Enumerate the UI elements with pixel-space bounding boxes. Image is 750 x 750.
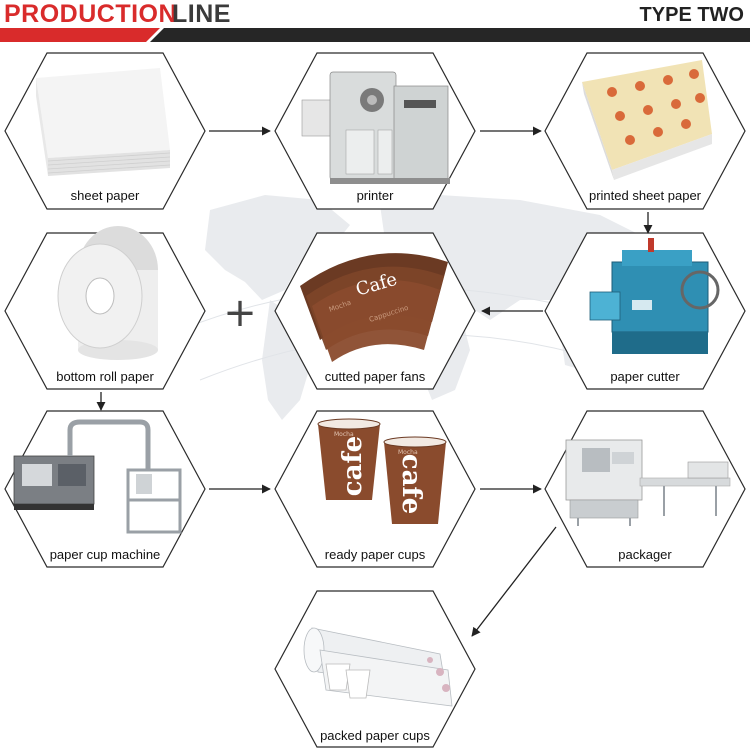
cup-right-cafe-print: cafe	[396, 454, 426, 514]
cup-right-mocha-print: Mocha	[398, 449, 418, 456]
cup-left-cafe-print: cafe	[338, 436, 368, 496]
printed-stack-icon	[582, 60, 712, 180]
type-label: TYPE TWO	[639, 4, 744, 26]
die-cutter-icon	[589, 238, 720, 354]
label-packed-paper-cups: packed paper cups	[320, 728, 430, 743]
plus-sign: +	[223, 290, 257, 336]
packing-machine-icon	[565, 439, 731, 526]
cup-machine-icon	[13, 419, 182, 534]
offset-printer-icon	[301, 71, 450, 184]
cup-sleeves-icon	[303, 627, 453, 707]
label-paper-cutter: paper cutter	[610, 369, 680, 384]
label-packager: packager	[618, 547, 672, 562]
label-printer: printer	[356, 188, 394, 203]
paper-roll-icon	[57, 226, 158, 360]
paper-stack-icon	[36, 68, 171, 176]
header-bar	[0, 28, 750, 42]
label-sheet-paper: sheet paper	[70, 188, 140, 203]
hex-paper-cup-machine	[4, 410, 206, 568]
label-paper-cup-machine: paper cup machine	[49, 547, 161, 562]
label-ready-paper-cups: ready paper cups	[324, 547, 426, 562]
printed-cups-icon: cafe cafe Mocha Mocha	[317, 418, 447, 524]
label-printed-sheet-paper: printed sheet paper	[588, 188, 702, 203]
title-line: LINE	[172, 0, 231, 28]
title-production: PRODUCTION	[4, 0, 178, 28]
label-bottom-roll-paper: bottom roll paper	[56, 369, 154, 384]
arrow-packager-to-packed	[471, 526, 557, 637]
cup-left-mocha-print: Mocha	[334, 431, 354, 438]
cup-fans-icon: Cafe Mocha Cappuccino	[300, 253, 448, 362]
label-cutted-paper-fans: cutted paper fans	[324, 369, 426, 384]
header: PRODUCTION LINE TYPE TWO	[0, 0, 750, 44]
